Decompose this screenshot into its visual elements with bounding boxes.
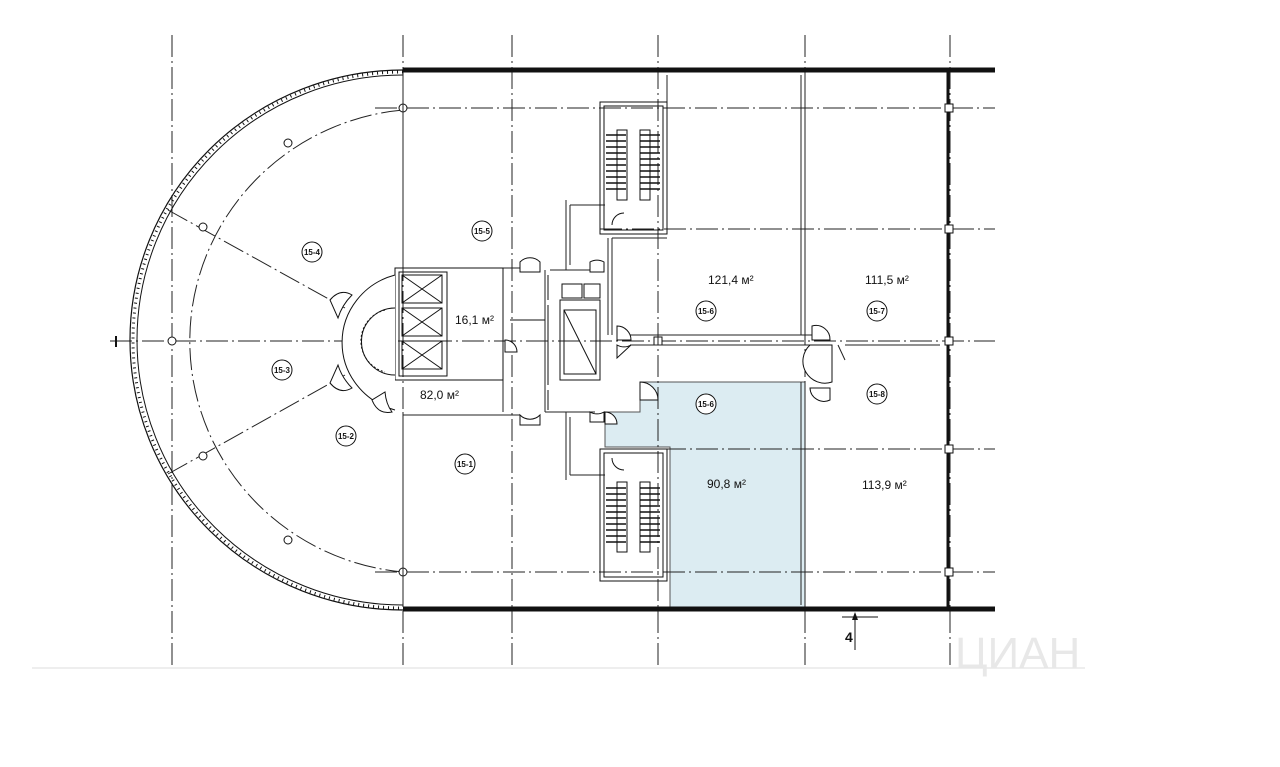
curved-facade [129, 69, 404, 611]
stair-top [599, 101, 668, 235]
area-15-7: 111,5 м² [865, 273, 909, 287]
unit-id-15-3: 15-3 [274, 366, 291, 375]
unit-id-15-6-south: 15-6 [698, 400, 715, 409]
axis-lines-vertical [171, 35, 951, 668]
area-15-8: 113,9 м² [862, 478, 907, 492]
unit-id-circles [271, 220, 888, 475]
radial-axes [167, 109, 404, 573]
unit-id-15-5: 15-5 [474, 227, 491, 236]
unit-id-15-8: 15-8 [869, 390, 886, 399]
unit-id-15-6-north: 15-6 [698, 307, 715, 316]
rotunda [329, 274, 396, 413]
watermark: ЦИАН [955, 629, 1080, 678]
dimension-ticks [510, 275, 549, 410]
area-elevator: 16,1 м² [455, 313, 494, 327]
highlighted-unit-15-6[interactable] [604, 381, 806, 608]
area-15-6-north: 121,4 м² [708, 273, 754, 287]
unit-id-15-1: 15-1 [457, 460, 474, 469]
axis-lines-horizontal [110, 107, 995, 573]
area-15-3: 82,0 м² [420, 388, 459, 402]
stair-bottom [599, 448, 668, 582]
axis-marker-label: 4 [845, 629, 853, 645]
unit-id-15-7: 15-7 [869, 307, 886, 316]
partitions [402, 75, 940, 605]
unit-id-15-2: 15-2 [338, 432, 355, 441]
axis-marker: 4 [842, 612, 878, 650]
service-room [559, 283, 601, 381]
doors [504, 257, 833, 426]
unit-id-15-4: 15-4 [304, 248, 321, 257]
area-15-6-south: 90,8 м² [707, 477, 746, 491]
